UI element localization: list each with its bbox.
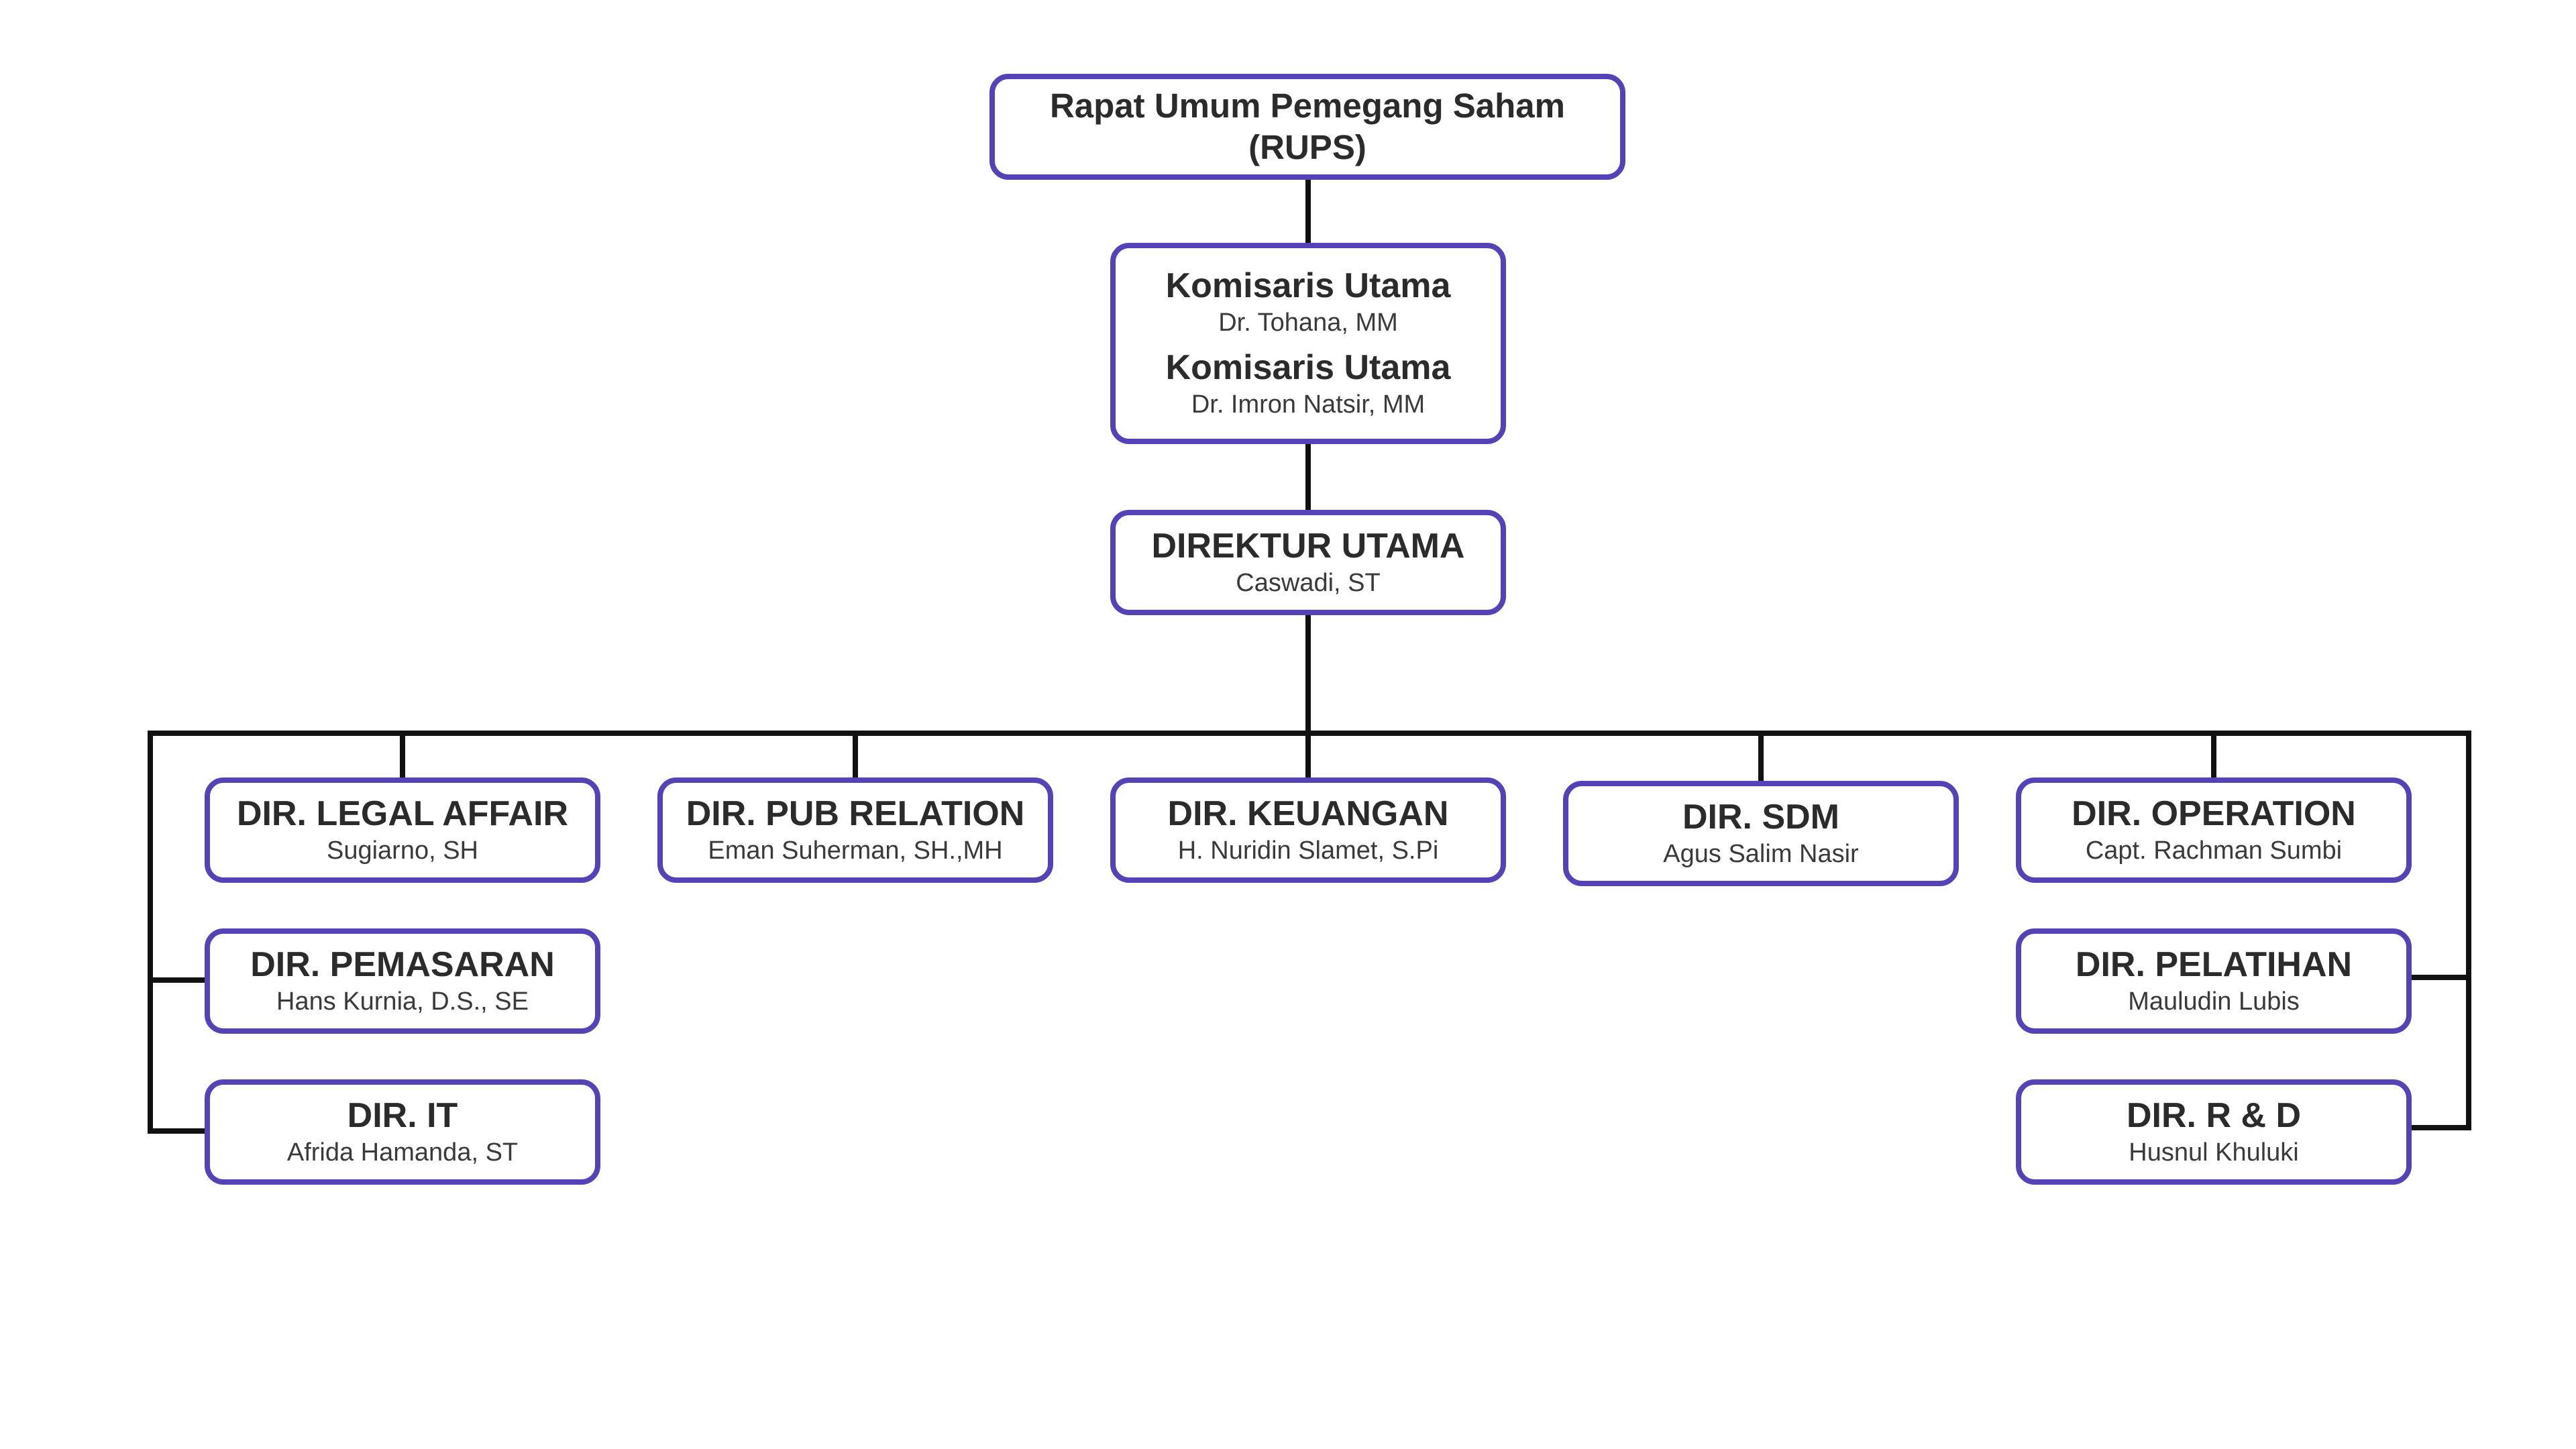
connector-drop-keuangan xyxy=(1305,731,1311,777)
dir-pelatihan-name: Mauludin Lubis xyxy=(2128,987,2300,1016)
dir-pub-relation-title: DIR. PUB RELATION xyxy=(686,794,1025,833)
komisaris-box: Komisaris Utama Dr. Tohana, MM Komisaris… xyxy=(1110,243,1506,444)
dir-legal-affair-box: DIR. LEGAL AFFAIR Sugiarno, SH xyxy=(205,777,600,883)
dir-pub-relation-box: DIR. PUB RELATION Eman Suherman, SH.,MH xyxy=(657,777,1053,883)
dir-keuangan-box: DIR. KEUANGAN H. Nuridin Slamet, S.Pi xyxy=(1110,777,1506,883)
connector-drop-operation xyxy=(2211,731,2216,777)
dir-keuangan-name: H. Nuridin Slamet, S.Pi xyxy=(1177,836,1439,865)
dir-sdm-name: Agus Salim Nasir xyxy=(1663,839,1859,868)
dir-it-name: Afrida Hamanda, ST xyxy=(286,1138,519,1167)
dir-pemasaran-title: DIR. PEMASARAN xyxy=(250,945,555,984)
direktur-utama-title: DIREKTUR UTAMA xyxy=(1151,526,1465,566)
dir-rnd-title: DIR. R & D xyxy=(2127,1095,2301,1135)
connector-left-pemasaran xyxy=(148,977,208,983)
connector-drop-pubrel xyxy=(853,731,858,777)
dir-legal-affair-title: DIR. LEGAL AFFAIR xyxy=(237,794,568,833)
dir-it-box: DIR. IT Afrida Hamanda, ST xyxy=(205,1079,600,1185)
dir-legal-affair-name: Sugiarno, SH xyxy=(326,836,478,865)
dir-sdm-box: DIR. SDM Agus Salim Nasir xyxy=(1563,781,1959,886)
connector-komisaris-direktur xyxy=(1305,443,1311,510)
connector-right-rnd xyxy=(2411,1125,2471,1130)
connector-right-pelatihan xyxy=(2411,975,2471,980)
dir-it-title: DIR. IT xyxy=(347,1095,458,1135)
dir-pemasaran-box: DIR. PEMASARAN Hans Kurnia, D.S., SE xyxy=(205,928,600,1034)
dir-keuangan-title: DIR. KEUANGAN xyxy=(1167,794,1449,833)
connector-right-vertical xyxy=(2466,731,2471,1130)
dir-pemasaran-name: Hans Kurnia, D.S., SE xyxy=(276,987,529,1016)
dir-rnd-box: DIR. R & D Husnul Khuluki xyxy=(2016,1079,2412,1185)
dir-rnd-name: Husnul Khuluki xyxy=(2129,1138,2299,1167)
dir-pelatihan-box: DIR. PELATIHAN Mauludin Lubis xyxy=(2016,928,2412,1034)
dir-operation-box: DIR. OPERATION Capt. Rachman Sumbi xyxy=(2016,777,2412,883)
connector-left-vertical xyxy=(148,731,153,1134)
komisaris-2-name: Dr. Imron Natsir, MM xyxy=(1191,390,1426,419)
dir-pelatihan-title: DIR. PELATIHAN xyxy=(2075,945,2353,984)
connector-drop-legal xyxy=(400,731,405,777)
dir-operation-name: Capt. Rachman Sumbi xyxy=(2085,836,2343,865)
connector-direktur-bus xyxy=(1305,614,1311,735)
direktur-utama-box: DIREKTUR UTAMA Caswadi, ST xyxy=(1110,510,1506,615)
connector-left-it xyxy=(148,1128,208,1134)
dir-operation-title: DIR. OPERATION xyxy=(2072,794,2356,833)
dir-sdm-title: DIR. SDM xyxy=(1682,797,1839,837)
rups-title-line2: (RUPS) xyxy=(1248,128,1366,166)
komisaris-2-title: Komisaris Utama xyxy=(1165,348,1451,387)
komisaris-1-title: Komisaris Utama xyxy=(1165,266,1451,305)
rups-box: Rapat Umum Pemegang Saham (RUPS) xyxy=(989,74,1625,180)
connector-drop-sdm xyxy=(1758,731,1764,781)
rups-title-line1: Rapat Umum Pemegang Saham xyxy=(1049,87,1566,125)
komisaris-1-name: Dr. Tohana, MM xyxy=(1218,309,1398,337)
connector-rups-komisaris xyxy=(1305,178,1311,245)
direktur-utama-name: Caswadi, ST xyxy=(1236,568,1381,597)
dir-pub-relation-name: Eman Suherman, SH.,MH xyxy=(708,836,1003,865)
